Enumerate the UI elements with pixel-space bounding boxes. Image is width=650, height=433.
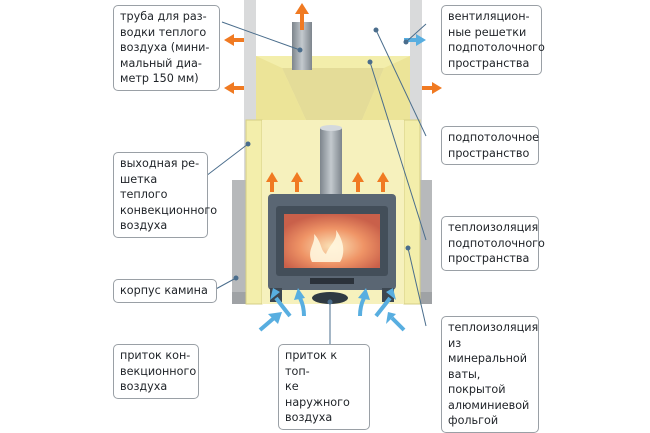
cold-air-arrow-icon <box>294 288 306 317</box>
leader-lines <box>205 21 427 360</box>
outside-air-inlet <box>312 292 348 304</box>
cold-air-arrow-icon <box>258 312 282 332</box>
hot-air-arrow-icon <box>422 82 442 94</box>
hood-side-right <box>362 56 410 120</box>
label-body: корпус камина <box>113 279 217 303</box>
leader-pipe <box>221 21 303 53</box>
label-vent-grilles: вентиляцион- ные решетки подпотолочного … <box>441 5 545 75</box>
flue-pipe-top <box>320 125 342 131</box>
hot-air-arrow-icon <box>377 172 389 192</box>
label-conv-inflow: приток кон- векционного воздуха <box>113 344 199 399</box>
cold-air-arrows <box>258 34 426 332</box>
cold-air-arrow-icon <box>386 312 406 332</box>
hood-side-left <box>256 56 306 120</box>
label-outlet-grille: выходная ре- шетка теплого конвекционног… <box>113 152 217 238</box>
label-outside-inflow: приток к топ- ке наружного воздуха <box>278 344 370 430</box>
hot-air-arrow-icon <box>291 172 303 192</box>
leader-ceiling-space <box>373 27 427 137</box>
label-ceiling-space: подпотолочное пространство <box>441 126 539 165</box>
hot-air-arrow-icon <box>352 172 364 192</box>
label-mineral-insulation: теплоизоляция из минеральной ваты, покры… <box>441 316 539 433</box>
flue-pipe <box>320 128 342 194</box>
flame-icon <box>310 230 344 262</box>
cold-air-arrow-icon <box>270 288 292 318</box>
fireplace-diagram <box>205 0 442 360</box>
label-ceiling-insulation: теплоизоляция подпотолочного пространств… <box>441 216 545 271</box>
cold-air-arrow-icon <box>374 288 396 318</box>
hot-air-arrow-icon <box>295 3 309 30</box>
insulation-left <box>245 119 263 305</box>
leader-mineral-insulation <box>405 245 427 327</box>
hot-air-arrow-icon <box>224 34 244 46</box>
leader-ceiling-insulation <box>367 59 427 241</box>
leader-outlet-grille <box>205 141 251 177</box>
hot-air-arrow-icon <box>266 172 278 192</box>
label-pipe: труба для раз- водки теплого воздуха (ми… <box>113 5 220 91</box>
hot-air-arrow-icon <box>224 82 244 94</box>
hot-air-arrows <box>224 3 442 192</box>
warm-air-pipe <box>292 22 312 70</box>
leader-vent-grilles <box>403 23 427 45</box>
leader-body <box>213 275 239 291</box>
cold-air-arrow-icon <box>358 288 370 317</box>
firebox-vent-slot <box>310 278 354 284</box>
hood-interior <box>282 68 384 120</box>
